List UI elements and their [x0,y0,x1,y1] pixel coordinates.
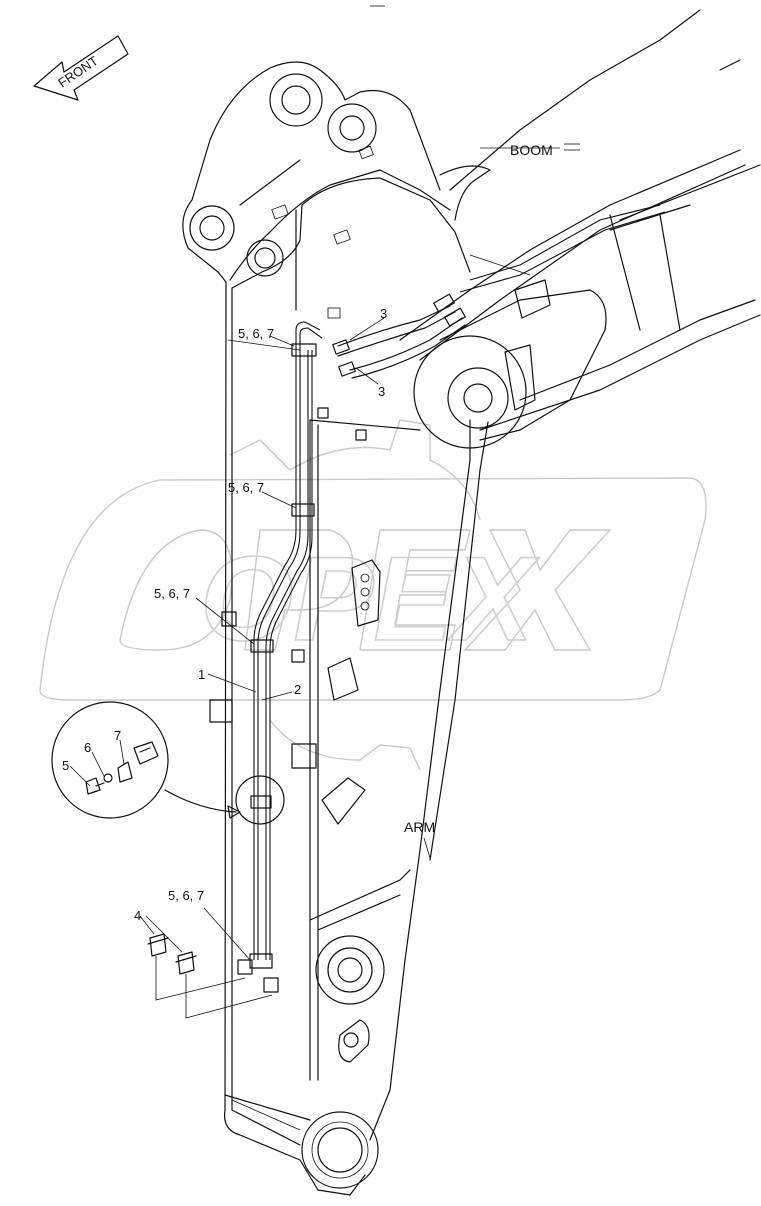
callout-3-upper: 3 [380,306,387,321]
watermark-text: OPEX [200,532,540,666]
callout-5-6-7-upper-mid: 5, 6, 7 [228,480,264,495]
detail-view [51,701,241,819]
callout-5-6-7-mid: 5, 6, 7 [154,586,190,601]
callout-6: 6 [84,740,91,755]
callout-1: 1 [198,667,205,682]
callout-7: 7 [114,728,121,743]
plugs-4 [147,933,273,1019]
callout-3-lower: 3 [378,384,385,399]
callout-5: 5 [62,758,69,773]
watermark-logo: OPEX [39,419,707,771]
hose-3 [332,293,466,379]
callout-2: 2 [294,682,301,697]
boom-label: BOOM [510,142,553,158]
callout-5-6-7-top: 5, 6, 7 [238,326,274,341]
callout-5-6-7-bottom: 5, 6, 7 [168,888,204,903]
labels: BOOM ARM 5, 6, 7 5, 6, 7 5, 6, 7 5, 6, 7… [62,142,553,923]
front-label: FRONT [55,53,101,91]
arm-label: ARM [404,819,435,835]
front-arrow: FRONT [33,35,129,101]
leader-lines [69,143,580,961]
callout-4: 4 [134,908,141,923]
arm-structure [182,61,491,1196]
boom-structure [399,9,761,449]
pipes-1-2 [235,321,323,993]
